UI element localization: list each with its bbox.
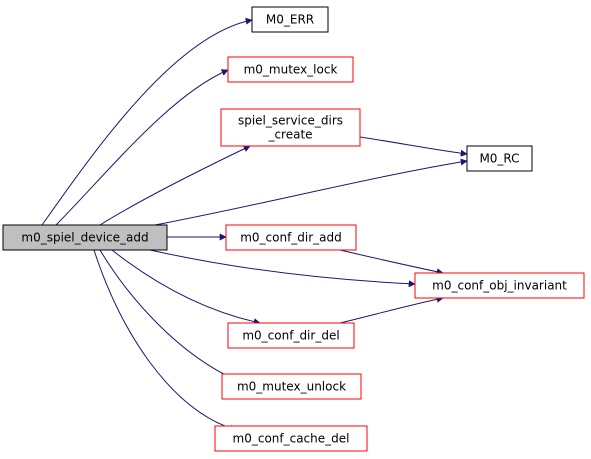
edge-m0_spiel_device_add-to-spiel_service_dirs_create [99,145,251,226]
nodes-layer: m0_spiel_device_add M0_ERR m0_mutex_locksp… [2,6,585,452]
node-m0-conf-dir-del[interactable]: m0_conf_dir_del [227,322,355,349]
node-box [214,425,368,452]
node-m0-err: M0_ERR [251,6,329,33]
node-m0-rc: M0_RC [466,145,533,172]
node-label: M0_RC [479,152,519,166]
node-box [220,108,361,147]
edge-spiel_service_dirs_create-to-M0_RC [359,136,468,157]
node-box [414,272,585,299]
node-m0-spiel-device-add: m0_spiel_device_add [2,224,168,251]
node-label: m0_conf_obj_invariant [432,279,567,293]
node-m0-mutex-unlock[interactable]: m0_mutex_unlock [221,373,362,400]
edge-m0_spiel_device_add-to-m0_conf_obj_invariant [149,249,416,288]
node-m0-conf-cache-del[interactable]: m0_conf_cache_del [214,425,368,452]
node-label: spiel_service_dirs [238,114,343,128]
edge-m0_spiel_device_add-to-m0_mutex_unlock [99,249,237,381]
node-box [2,224,168,251]
edge-m0_conf_dir_del-to-m0_conf_obj_invariant [339,295,444,324]
node-m0-conf-obj-invariant[interactable]: m0_conf_obj_invariant [414,272,585,299]
node-label: m0_spiel_device_add [21,231,148,245]
edges-layer [41,17,468,432]
edge-m0_spiel_device_add-to-M0_ERR [41,17,253,226]
edge-m0_conf_dir_add-to-m0_conf_obj_invariant [339,249,444,276]
node-m0-mutex-lock[interactable]: m0_mutex_lock [227,56,354,83]
node-box [221,373,362,400]
node-box [466,145,533,172]
node-label: m0_conf_cache_del [233,432,350,446]
node-label: _create [267,128,312,142]
node-label: m0_mutex_lock [244,63,338,77]
node-box [225,224,357,251]
node-spiel-service-dirs-create[interactable]: spiel_service_dirs_create [220,108,361,147]
node-box [251,6,329,33]
node-label: M0_ERR [266,13,314,27]
node-label: m0_conf_dir_del [242,329,339,343]
node-box [227,56,354,83]
node-box [227,322,355,349]
edge-m0_spiel_device_add-to-m0_conf_cache_del [93,249,237,432]
edge-m0_spiel_device_add-to-m0_mutex_lock [55,69,229,226]
node-label: m0_conf_dir_add [240,231,342,245]
edge-m0_spiel_device_add-to-m0_conf_dir_del [111,249,261,326]
node-m0-conf-dir-add[interactable]: m0_conf_dir_add [225,224,357,251]
node-label: m0_mutex_unlock [237,380,346,394]
edge-m0_spiel_device_add-to-M0_RC [154,158,468,226]
